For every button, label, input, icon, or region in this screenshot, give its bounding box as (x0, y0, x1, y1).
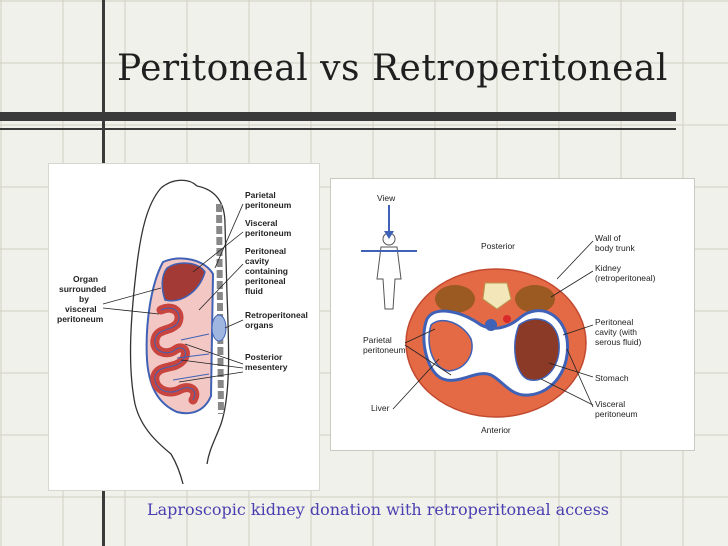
label-organ-2: surrounded (59, 284, 106, 294)
label-cavity-2: cavity (with (595, 327, 637, 337)
label-posterior: Posterior (481, 241, 515, 251)
label-mesentery-1: Posterior (245, 352, 283, 362)
vertebra-shape (482, 282, 512, 310)
transverse-diagram: View Posterior Anterior (361, 193, 656, 435)
sagittal-diagram: Parietal peritoneum Visceral peritoneum … (57, 179, 308, 485)
label-visceral-1: Visceral (245, 218, 277, 228)
sagittal-leader-lines (102, 203, 244, 383)
transverse-diagram-panel: View Posterior Anterior (330, 178, 695, 451)
label-organ-4: visceral (65, 304, 97, 314)
label-kidney-2: (retroperitoneal) (595, 273, 656, 283)
label-organ-5: peritoneum (57, 314, 104, 324)
body-figure-icon (376, 232, 402, 310)
kidney-right-shape (515, 285, 555, 313)
label-mesentery-2: mesentery (245, 362, 288, 372)
peritoneal-cavity-shape (145, 257, 215, 415)
label-cavity-4: peritoneal (245, 276, 286, 286)
kidney-left-shape (435, 285, 475, 313)
label-parietal-2: peritoneum (245, 200, 292, 210)
label-liver: Liver (371, 403, 390, 413)
label-kidney-1: Kidney (595, 263, 622, 273)
label-retro-2: organs (245, 320, 274, 330)
label-retro-1: Retroperitoneal (245, 310, 308, 320)
title-rule-thin (0, 128, 676, 130)
stomach-shape (514, 318, 560, 381)
title-rule-thick (0, 112, 676, 121)
label-cavity-3: containing (245, 266, 288, 276)
slide-title: Peritoneal vs Retroperitoneal (117, 48, 668, 89)
slide-caption: Laproscopic kidney donation with retrope… (147, 500, 610, 519)
label-cavity-1: Peritoneal (245, 246, 286, 256)
liver-shape (161, 262, 206, 302)
diaphragm-outline (160, 179, 198, 189)
retroperitoneal-organ-shape (211, 314, 227, 342)
label-wall-2: body trunk (595, 243, 635, 253)
label-visceral-2: peritoneum (595, 409, 638, 419)
vena-cava-shape (485, 319, 497, 331)
label-organ-1: Organ (73, 274, 98, 284)
label-parietal-2: peritoneum (363, 345, 406, 355)
label-visceral-2: peritoneum (245, 228, 292, 238)
aorta-shape (503, 315, 511, 323)
mesentery-lines (172, 333, 210, 381)
label-cavity-3: serous fluid) (595, 337, 641, 347)
label-cavity-2: cavity (245, 256, 269, 266)
label-anterior: Anterior (481, 425, 511, 435)
body-back-outline (196, 185, 230, 465)
label-organ-3: by (79, 294, 89, 304)
sagittal-diagram-panel: Parietal peritoneum Visceral peritoneum … (48, 163, 320, 491)
label-visceral-1: Visceral (595, 399, 625, 409)
label-view: View (377, 193, 396, 203)
view-arrowhead-icon (384, 231, 394, 239)
body-front-outline (129, 187, 184, 485)
label-parietal-1: Parietal (245, 190, 276, 200)
label-parietal-1: Parietal (363, 335, 392, 345)
visceral-peritoneum-line (154, 307, 196, 401)
label-stomach: Stomach (595, 373, 629, 383)
spine-shape (216, 203, 224, 415)
label-wall-1: Wall of (595, 233, 621, 243)
label-cavity-5: fluid (245, 286, 263, 296)
transverse-leader-lines (392, 240, 594, 410)
liver-shape (428, 319, 473, 372)
label-cavity-1: Peritoneal (595, 317, 633, 327)
